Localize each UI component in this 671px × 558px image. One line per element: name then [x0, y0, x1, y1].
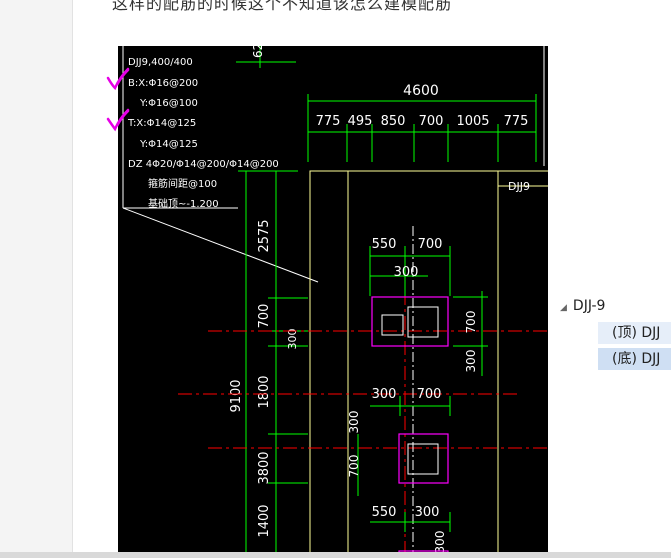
dim-total-width: 4600	[403, 83, 439, 99]
dim-v-1400: 1400	[257, 504, 272, 537]
bottom-scroll-strip	[0, 552, 671, 558]
note-title: DJJ9,400/400	[128, 57, 193, 68]
note-top-y: Y:Φ14@125	[139, 139, 198, 150]
dim-r-300: 300	[464, 350, 478, 373]
dim-bot-300: 300	[433, 531, 447, 554]
cad-drawing: DJJ9,400/400 B:X:Φ16@200 Y:Φ16@100 T:X:Φ…	[118, 46, 548, 558]
dim-a-700: 700	[418, 237, 443, 252]
note-bottom-y: Y:Φ16@100	[139, 98, 198, 109]
dim-m-700: 700	[347, 455, 361, 478]
dim-v-1800: 1800	[257, 375, 272, 408]
note-column: DZ 4Φ20/Φ14@200/Φ14@200	[128, 159, 279, 170]
collapse-triangle-icon[interactable]: ◢	[560, 303, 567, 313]
question-text: 这样的配筋的时候这个不知道该怎么建模配筋	[112, 0, 453, 13]
dim-v-300: 300	[286, 329, 299, 350]
dim-b-300: 300	[372, 387, 397, 402]
dim-m-300: 300	[347, 411, 361, 434]
dim-seg-3: 850	[381, 114, 406, 129]
cad-canvas: DJJ9,400/400 B:X:Φ16@200 Y:Φ16@100 T:X:Φ…	[118, 46, 548, 558]
dim-r-700: 700	[464, 311, 478, 334]
note-level: 基础顶~-1.200	[148, 197, 219, 210]
note-top-x: T:X:Φ14@125	[127, 118, 196, 129]
dim-seg-6: 775	[504, 114, 529, 129]
dim-seg-4: 700	[419, 114, 444, 129]
dim-a-300: 300	[394, 265, 419, 280]
dim-top-partial: 62	[251, 46, 265, 58]
dim-v-3800: 3800	[257, 451, 272, 484]
tree-item-bottom[interactable]: (底) DJJ	[598, 348, 671, 370]
dim-v-700: 700	[257, 304, 272, 329]
tree-root-label: DJJ-9	[572, 298, 606, 314]
dim-v-9100: 9100	[229, 379, 244, 412]
dim-c-550: 550	[372, 505, 397, 520]
dim-seg-2: 495	[348, 114, 373, 129]
dim-v-2575: 2575	[257, 219, 272, 252]
dim-a-550: 550	[372, 237, 397, 252]
tag-djj9: DJJ9	[508, 180, 530, 193]
tree-root-djj9[interactable]: ◢ DJJ-9	[560, 298, 605, 314]
note-stirrup: 箍筋间距@100	[148, 177, 217, 190]
check-marks-overlay	[106, 67, 130, 132]
dim-c-300: 300	[415, 505, 440, 520]
note-bottom-x: B:X:Φ16@200	[128, 78, 198, 89]
tree-item-top[interactable]: (顶) DJJ	[598, 322, 671, 344]
dim-seg-5: 1005	[456, 114, 489, 129]
left-gutter	[0, 0, 73, 558]
dim-b-700: 700	[417, 387, 442, 402]
dim-seg-1: 775	[316, 114, 341, 129]
component-tree: ◢ DJJ-9 (顶) DJJ (底) DJJ	[558, 298, 671, 378]
